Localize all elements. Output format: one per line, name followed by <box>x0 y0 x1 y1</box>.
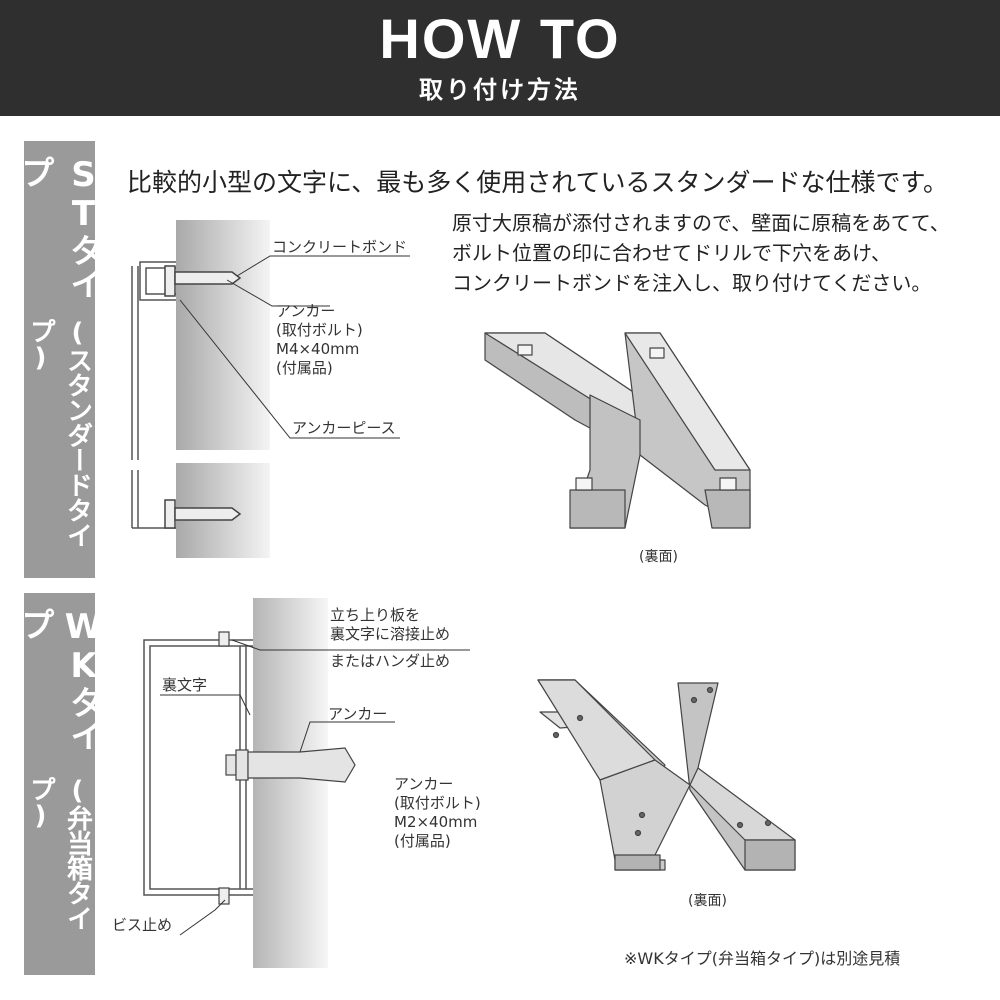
st-caption-back: (裏面) <box>639 549 678 565</box>
instruction-line: コンクリートボンドを注入し、取り付けてください。 <box>452 271 932 295</box>
page-subtitle: 取り付け方法 <box>419 76 581 104</box>
label-concrete-bond: コンクリートボンド <box>272 238 408 256</box>
wk-letter-back-3d <box>537 679 796 871</box>
st-wall-section-top <box>176 220 270 450</box>
weld-label-line: 立ち上り板を <box>330 606 421 624</box>
wk-caption-back: (裏面) <box>688 893 727 909</box>
wk-screw-top <box>218 631 230 647</box>
st-type-side-label: STタイプ (スタンダードタイプ) <box>15 141 104 578</box>
st-side-title: STタイプ <box>14 155 104 299</box>
page-title: HOW TO <box>379 7 621 70</box>
label-back-letter: 裏文字 <box>162 676 208 694</box>
anchor-label-line: アンカー <box>276 302 336 320</box>
wk-screw-bottom <box>218 887 230 905</box>
st-anchor-bolt-bottom <box>164 499 242 529</box>
label-screw: ビス止め <box>112 916 173 934</box>
anchor-label-line: アンカー <box>394 775 454 793</box>
st-instructions: 原寸大原稿が添付されますので、壁面に原稿をあてて、 ボルト位置の印に合わせてドリ… <box>452 208 950 298</box>
weld-label-line: 裏文字に溶接止め <box>330 625 451 643</box>
header-banner: HOW TO 取り付け方法 <box>0 0 1000 116</box>
anchor-label-line: (付属品) <box>276 359 333 377</box>
anchor-label-line: (取付ボルト) <box>276 321 363 339</box>
wk-type-side-label: WKタイプ (弁当箱タイプ) <box>15 593 104 975</box>
anchor-label-line: M2×40mm <box>394 813 478 831</box>
st-anchor-bolt-top <box>164 265 242 297</box>
anchor-label-line: M4×40mm <box>276 340 360 358</box>
wk-estimate-note: ※WKタイプ(弁当箱タイプ)は別途見積 <box>624 949 901 968</box>
label-wk-anchor-short: アンカー <box>328 705 388 723</box>
label-anchor-piece: アンカーピース <box>292 419 396 437</box>
label-st-anchor: アンカー (取付ボルト) M4×40mm (付属品) <box>276 302 363 378</box>
anchor-label-line: (付属品) <box>394 832 451 850</box>
wk-side-title: WKタイプ <box>14 607 104 751</box>
st-side-subtitle: (スタンダードタイプ) <box>25 317 93 547</box>
wk-side-subtitle: (弁当箱タイプ) <box>25 776 93 931</box>
st-letter-back-3d <box>484 332 751 529</box>
weld-label-line: またはハンダ止め <box>330 652 451 670</box>
wk-wall-section <box>253 598 328 968</box>
st-lead-text: 比較的小型の文字に、最も多く使用されているスタンダードな仕様です。 <box>127 168 949 197</box>
anchor-label-line: (取付ボルト) <box>394 794 481 812</box>
instruction-line: ボルト位置の印に合わせてドリルで下穴をあけ、 <box>452 241 891 265</box>
label-wk-anchor: アンカー (取付ボルト) M2×40mm (付属品) <box>394 775 481 851</box>
st-letter-frame <box>131 261 176 460</box>
instruction-line: 原寸大原稿が添付されますので、壁面に原稿をあてて、 <box>452 211 950 235</box>
label-weld: 立ち上り板を 裏文字に溶接止め またはハンダ止め <box>330 606 450 671</box>
wk-anchor-bolt <box>225 747 356 783</box>
